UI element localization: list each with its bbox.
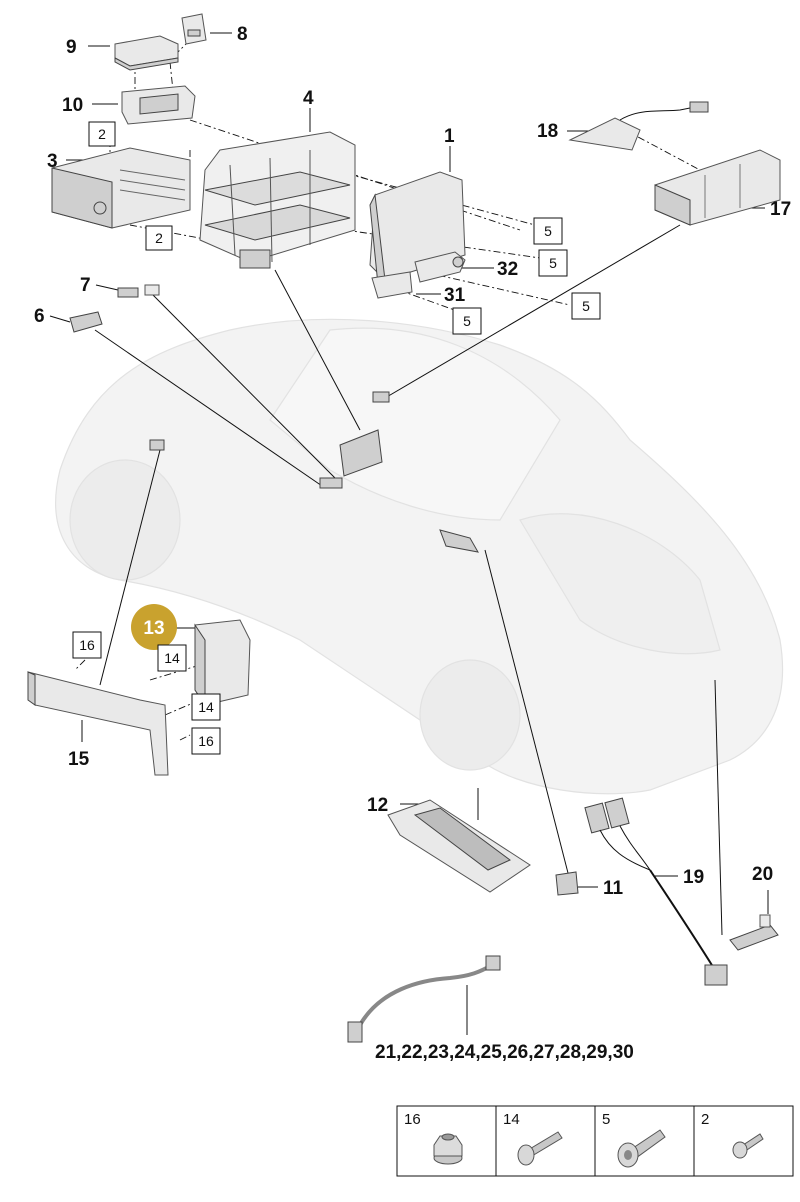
part-7-connector bbox=[117, 284, 160, 298]
part-1-display bbox=[369, 171, 466, 286]
ref-label-5d: 5 bbox=[463, 313, 471, 329]
callout-4: 4 bbox=[303, 88, 314, 109]
ref-box-14a bbox=[157, 644, 187, 672]
callout-18: 18 bbox=[537, 121, 558, 142]
part-9-module bbox=[114, 35, 179, 71]
ref-box-5d bbox=[452, 307, 482, 335]
on-car-parts bbox=[149, 391, 479, 553]
callouts: 9 8 10 3 4 1 18 17 32 31 7 6 15 12 11 19… bbox=[34, 24, 791, 1063]
ref-label-5a: 5 bbox=[544, 223, 552, 239]
ref-label-2b: 2 bbox=[155, 230, 163, 246]
legend-label-5: 5 bbox=[602, 1111, 610, 1128]
callout-19: 19 bbox=[683, 867, 704, 888]
callout-13: 13 bbox=[143, 618, 164, 639]
part-13-module bbox=[194, 619, 251, 707]
part-19-harness bbox=[584, 797, 728, 986]
part-20-connector bbox=[729, 914, 779, 951]
legend-cell-2 bbox=[693, 1105, 794, 1177]
ref-label-16a: 16 bbox=[79, 637, 95, 653]
part-31-bracket bbox=[371, 271, 413, 299]
callout-3: 3 bbox=[47, 151, 58, 172]
callout-11: 11 bbox=[603, 878, 624, 899]
ref-box-5b bbox=[538, 249, 568, 277]
part-4-mounting-frame bbox=[199, 131, 356, 269]
callout-21-30: 21,22,23,24,25,26,27,28,29,30 bbox=[375, 1042, 634, 1063]
ref-box-5c bbox=[571, 292, 601, 320]
part-15-bracket bbox=[27, 671, 169, 776]
part-11-connector bbox=[555, 871, 579, 896]
screw-icon bbox=[732, 1133, 764, 1159]
ref-label-14a: 14 bbox=[164, 650, 180, 666]
highlight-circle bbox=[131, 604, 177, 650]
callout-9: 9 bbox=[66, 37, 77, 58]
part-32-bracket bbox=[414, 251, 466, 283]
callout-7: 7 bbox=[80, 275, 91, 296]
ref-box-16b bbox=[191, 727, 221, 755]
callout-12: 12 bbox=[367, 795, 388, 816]
fastener-legend: 16 14 5 2 bbox=[396, 1105, 794, 1177]
ref-label-5c: 5 bbox=[582, 298, 590, 314]
part-21-30-antenna-cable bbox=[347, 955, 501, 1043]
callout-15: 15 bbox=[68, 749, 90, 770]
callout-32: 32 bbox=[497, 259, 518, 280]
callout-13-highlight: 13 bbox=[131, 604, 177, 650]
part-18-antenna bbox=[568, 101, 709, 151]
part-3-control-unit bbox=[51, 147, 191, 229]
nut-icon bbox=[433, 1133, 463, 1165]
callout-20: 20 bbox=[752, 864, 773, 885]
callout-10: 10 bbox=[62, 95, 83, 116]
ref-box-14b bbox=[191, 693, 221, 721]
ref-box-16a bbox=[72, 631, 102, 659]
legend-label-14: 14 bbox=[503, 1111, 520, 1128]
leader-lines bbox=[49, 32, 769, 1035]
ref-box-5a bbox=[533, 217, 563, 245]
legend-cell-5 bbox=[594, 1105, 695, 1177]
callout-6: 6 bbox=[34, 306, 45, 327]
bolt-icon bbox=[617, 1129, 666, 1168]
ref-label-2a: 2 bbox=[98, 126, 106, 142]
bolt-icon bbox=[517, 1131, 563, 1166]
part-10-bracket bbox=[121, 85, 196, 125]
callout-17: 17 bbox=[770, 199, 791, 220]
ref-label-16b: 16 bbox=[198, 733, 214, 749]
ref-box-2b bbox=[145, 225, 173, 251]
ref-label-5b: 5 bbox=[549, 255, 557, 271]
car-silhouette bbox=[55, 318, 784, 795]
callout-31: 31 bbox=[444, 285, 466, 306]
ref-label-14b: 14 bbox=[198, 699, 214, 715]
part-12-tray bbox=[387, 799, 531, 893]
part-8-connector bbox=[181, 13, 207, 45]
ref-boxes: 2 2 5 5 5 5 14 14 16 16 bbox=[72, 121, 601, 755]
legend-label-16: 16 bbox=[404, 1111, 421, 1128]
ref-box-2a bbox=[88, 121, 116, 147]
callout-1: 1 bbox=[444, 126, 455, 147]
callout-8: 8 bbox=[237, 24, 248, 45]
part-6-connector bbox=[69, 311, 103, 333]
part-17-module bbox=[654, 149, 781, 226]
legend-label-2: 2 bbox=[701, 1111, 709, 1128]
